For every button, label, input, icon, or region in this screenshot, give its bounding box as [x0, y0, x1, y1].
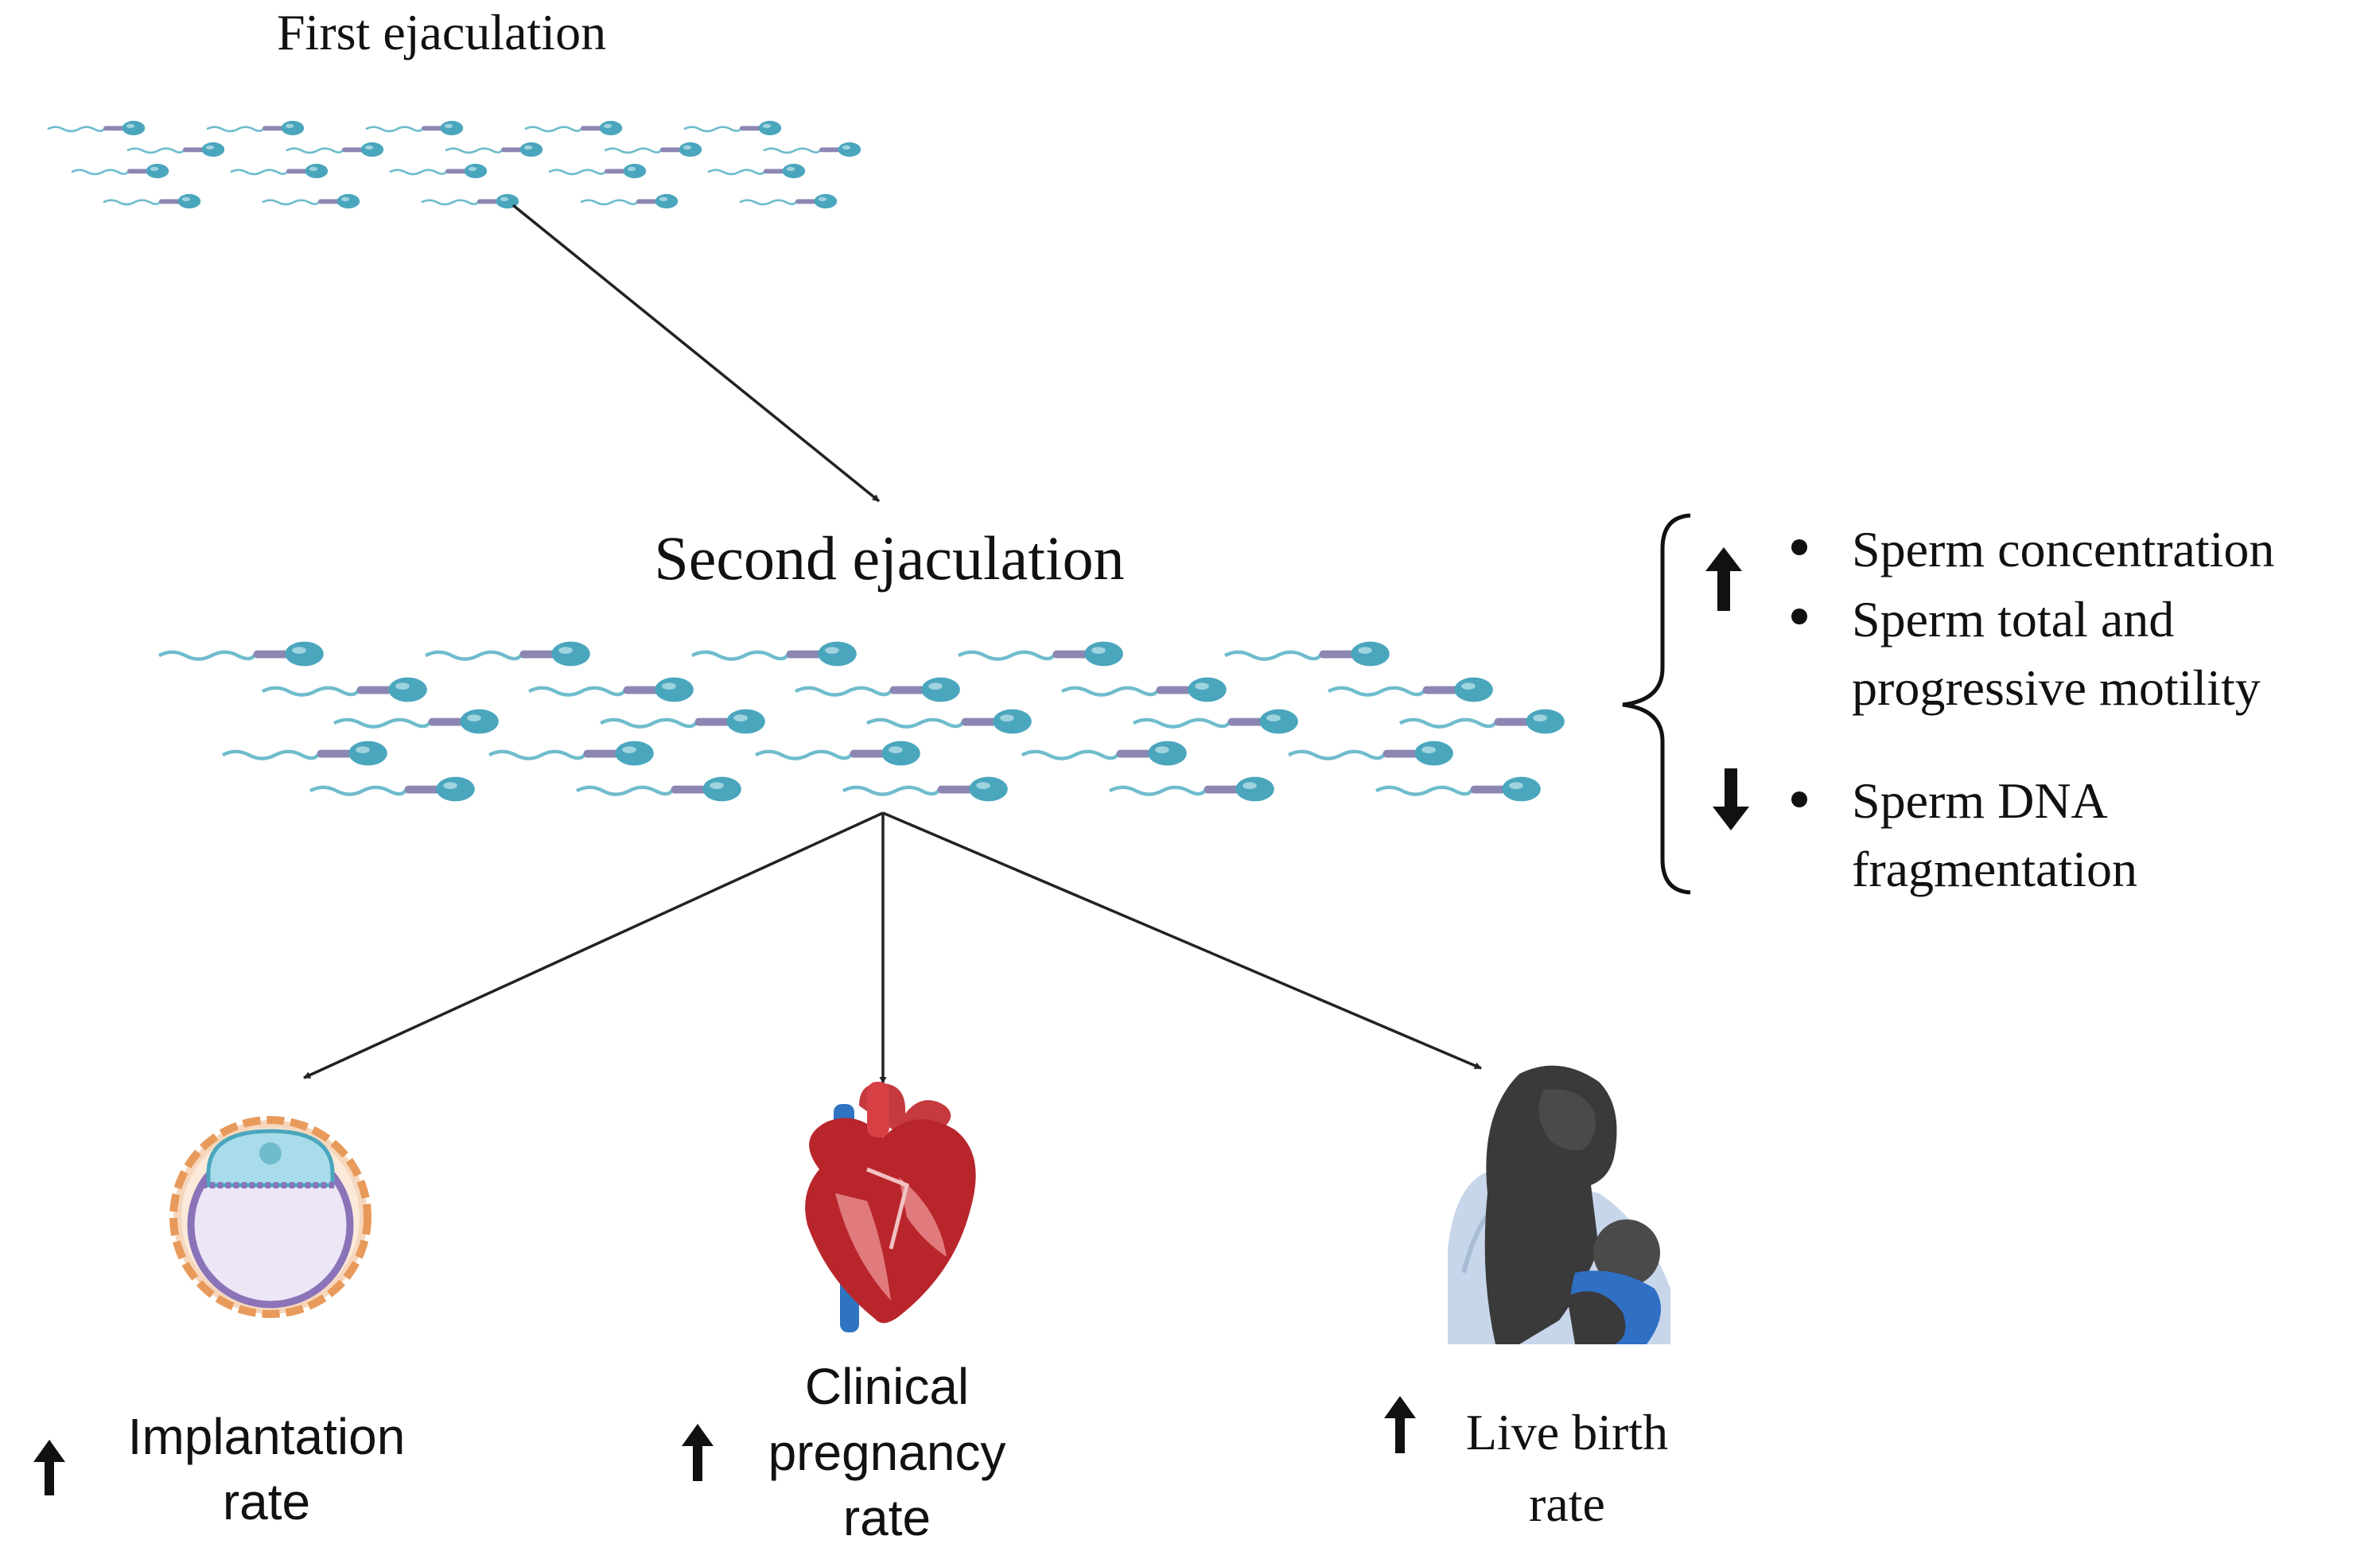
sperm-cell: [579, 192, 679, 210]
sperm-cell: [547, 162, 648, 180]
outcome-up-arrow-icon: [1384, 1396, 1416, 1453]
sperm-cell: [334, 710, 499, 734]
sperm-cell: [1022, 741, 1187, 766]
sperm-cell: [1289, 741, 1453, 766]
arrow-up-icon: [1705, 547, 1742, 611]
arrow-first-to-second: [511, 204, 881, 503]
sperm-cell: [426, 642, 590, 667]
sperm-cell: [1110, 777, 1274, 802]
sperm-cell: [523, 119, 624, 137]
bullet-2: [1791, 609, 1807, 624]
sperm-cell: [1328, 678, 1493, 702]
outcome-clinical-line2: pregnancy: [768, 1424, 1006, 1481]
outcome-up-arrow-icon: [682, 1424, 714, 1481]
sperm-cell: [46, 119, 146, 137]
sperm-cell: [529, 678, 694, 702]
sperm-cell: [1400, 710, 1565, 734]
outcome-up-arrow-icon: [33, 1440, 65, 1495]
effect-dna-line1: Sperm DNA: [1852, 772, 2108, 829]
heart-icon: [805, 1082, 976, 1332]
sperm-cell: [70, 162, 170, 180]
sperm-cell: [310, 777, 475, 802]
effect-dna-line2: fragmentation: [1852, 841, 2137, 897]
sperm-cell: [756, 741, 920, 766]
sperm-cell: [262, 678, 427, 702]
sperm-cell: [489, 741, 654, 766]
effect-motility-line2: progressive motility: [1852, 659, 2261, 716]
sperm-cell: [205, 119, 305, 137]
sperm-cell: [444, 141, 544, 158]
sperm-cell: [795, 678, 960, 702]
arrow-to-implantation: [303, 811, 884, 1079]
arrow-down-icon: [1713, 768, 1749, 830]
sperm-cell: [388, 162, 488, 180]
effect-motility-line1: Sperm total and: [1852, 591, 2174, 647]
sperm-cell: [738, 192, 838, 210]
outcome-live-birth-line2: rate: [1529, 1476, 1605, 1532]
mother-baby-icon: [1448, 1065, 1670, 1344]
sperm-cell: [843, 777, 1008, 802]
outcome-live-birth-line1: Live birth: [1466, 1404, 1668, 1460]
sperm-cell: [867, 710, 1032, 734]
sperm-cell: [706, 162, 807, 180]
sperm-cell: [223, 741, 387, 766]
outcome-implantation-line2: rate: [223, 1473, 310, 1530]
sperm-cell: [577, 777, 741, 802]
sperm-cell: [1376, 777, 1541, 802]
effect-sperm-concentration: Sperm concentration: [1852, 521, 2274, 577]
bullet-3: [1791, 791, 1807, 807]
first-ejaculation-sperm-cluster: [46, 119, 862, 210]
sperm-cell: [420, 192, 520, 210]
embryo-icon: [169, 1116, 371, 1318]
sperm-cell: [682, 119, 783, 137]
sperm-cell: [229, 162, 329, 180]
second-ejaculation-sperm-cluster: [159, 642, 1565, 802]
sperm-cell: [601, 710, 765, 734]
outcome-clinical-line3: rate: [843, 1489, 931, 1546]
sperm-cell: [159, 642, 324, 667]
arrow-to-live-birth: [882, 811, 1482, 1070]
sperm-cell: [261, 192, 361, 210]
sperm-cell: [364, 119, 465, 137]
effects-brace: [1622, 513, 1691, 895]
sperm-cell: [603, 141, 703, 158]
sperm-cell: [285, 141, 385, 158]
outcome-implantation-line1: Implantation: [128, 1408, 406, 1465]
sperm-cell: [959, 642, 1123, 667]
sperm-cell: [1134, 710, 1298, 734]
second-ejaculation-title: Second ejaculation: [654, 523, 1124, 593]
outcome-clinical-line1: Clinical: [805, 1358, 969, 1415]
sperm-cell: [762, 141, 862, 158]
sperm-cell: [102, 192, 202, 210]
bullet-1: [1791, 539, 1807, 555]
sperm-cell: [692, 642, 857, 667]
sperm-cell: [1062, 678, 1227, 702]
sperm-cell: [126, 141, 226, 158]
first-ejaculation-title: First ejaculation: [277, 4, 606, 60]
sperm-cell: [1225, 642, 1390, 667]
